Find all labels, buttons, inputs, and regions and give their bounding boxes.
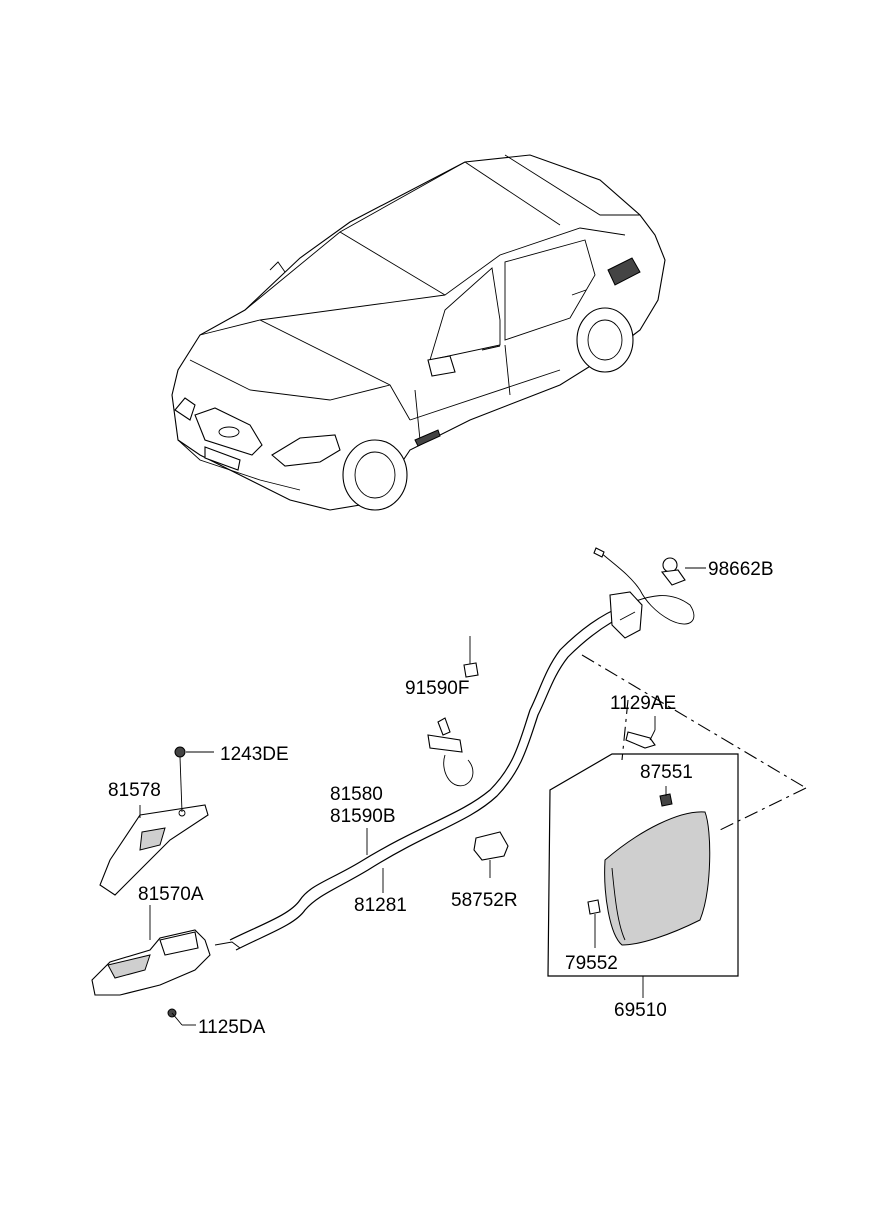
fuel-filler-release-cable	[229, 547, 695, 951]
label-81578: 81578	[108, 780, 161, 801]
part-58752R-drawing	[473, 831, 509, 878]
label-87551: 87551	[640, 762, 693, 783]
part-1125DA-drawing	[167, 1008, 196, 1026]
label-leaders	[366, 828, 384, 893]
part-81578-drawing	[99, 804, 209, 896]
label-81281: 81281	[354, 895, 407, 916]
part-79552-drawing	[587, 899, 601, 948]
part-69510-box	[547, 753, 739, 998]
label-1129AE: 1129AE	[610, 693, 676, 714]
label-1243DE: 1243DE	[220, 744, 289, 765]
label-81580: 81580	[330, 784, 383, 805]
label-98662B: 98662B	[708, 559, 774, 580]
part-labels: 98662B 91590F 1129AE 1243DE 81580 81590B…	[108, 559, 774, 1038]
label-81570A: 81570A	[138, 884, 204, 905]
part-1243DE-drawing	[174, 746, 214, 813]
part-87551-drawing	[659, 786, 673, 807]
label-1125DA: 1125DA	[198, 1017, 266, 1038]
part-98662B-drawing	[660, 557, 706, 586]
dashed-leaders	[581, 654, 807, 831]
part-81570A-drawing	[91, 905, 241, 996]
label-79552: 79552	[565, 953, 618, 974]
label-69510: 69510	[614, 1000, 667, 1021]
label-81590B: 81590B	[330, 806, 396, 827]
label-58752R: 58752R	[451, 890, 518, 911]
part-91590F-drawing	[427, 636, 479, 787]
car-illustration	[171, 154, 666, 511]
part-1129AE-drawing	[625, 716, 656, 749]
label-91590F: 91590F	[405, 678, 469, 699]
fuel-door-panel	[604, 811, 711, 946]
